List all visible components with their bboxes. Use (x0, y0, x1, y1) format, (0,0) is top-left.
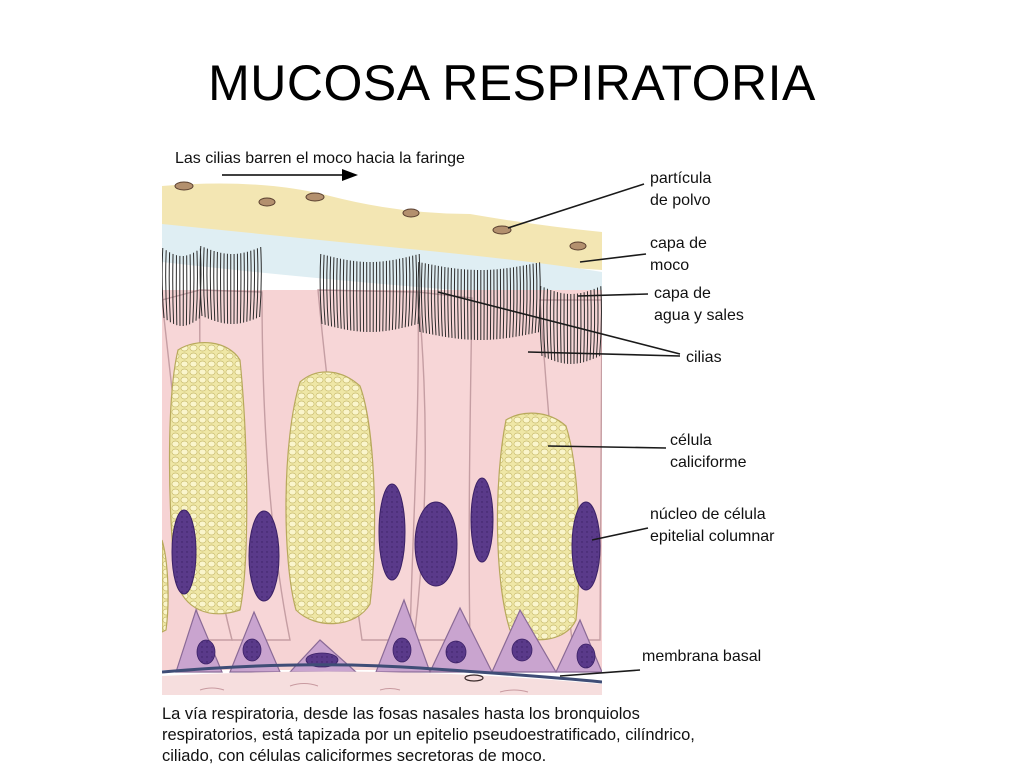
nucleus (414, 501, 458, 587)
figure-caption: La vía respiratoria, desde las fosas nas… (162, 704, 822, 767)
dust-particle (174, 181, 194, 191)
svg-text:célula: célula (670, 432, 712, 449)
flow-arrow (222, 169, 358, 181)
label-basal-membrane: membrana basal (642, 648, 761, 665)
label-water-layer: capa de agua y sales (654, 285, 744, 324)
label-nucleus: núcleo de célula epitelial columnar (650, 506, 775, 545)
caption-line: respiratorios, está tapizada por un epit… (162, 726, 695, 744)
slide-title: MUCOSA RESPIRATORIA (208, 55, 816, 111)
nucleus (378, 483, 406, 581)
svg-text:agua y sales: agua y sales (654, 307, 744, 324)
svg-text:capa de: capa de (650, 235, 707, 252)
basal-membrane (162, 663, 602, 684)
svg-text:moco: moco (650, 257, 689, 274)
svg-text:capa de: capa de (654, 285, 711, 302)
goblet-cells (162, 342, 580, 641)
dust-particle (569, 241, 587, 251)
water-layer (162, 224, 602, 300)
svg-text:caliciforme: caliciforme (670, 454, 747, 471)
dust-particle (402, 208, 420, 218)
nucleus (171, 509, 197, 595)
dust-particle (305, 192, 325, 202)
dust-particle (258, 197, 276, 207)
connective-tissue (162, 671, 602, 695)
top-caption: Las cilias barren el moco hacia la farin… (175, 150, 465, 167)
svg-text:cilias: cilias (686, 349, 722, 366)
columnar-nuclei (171, 477, 601, 602)
goblet-cell (162, 539, 169, 633)
svg-text:membrana basal: membrana basal (642, 648, 761, 665)
label-dust-particle: partícula de polvo (650, 170, 711, 209)
svg-text:núcleo de célula: núcleo de célula (650, 506, 766, 523)
nucleus (248, 510, 280, 602)
caption-line: ciliado, con células caliciformes secret… (162, 747, 547, 765)
dust-particles (174, 181, 587, 251)
svg-text:epitelial columnar: epitelial columnar (650, 528, 775, 545)
label-goblet-cell: célula caliciforme (670, 432, 747, 471)
label-cilia: cilias (686, 349, 722, 366)
dust-particle (492, 225, 512, 235)
caption-line: La vía respiratoria, desde las fosas nas… (162, 705, 640, 723)
goblet-cell (285, 371, 376, 625)
nucleus (470, 477, 494, 563)
nucleus (571, 501, 601, 591)
label-mucus-layer: capa de moco (650, 235, 707, 274)
svg-text:de polvo: de polvo (650, 192, 711, 209)
goblet-cell (496, 412, 580, 641)
svg-text:partícula: partícula (650, 170, 711, 187)
leader-lines (437, 183, 681, 677)
